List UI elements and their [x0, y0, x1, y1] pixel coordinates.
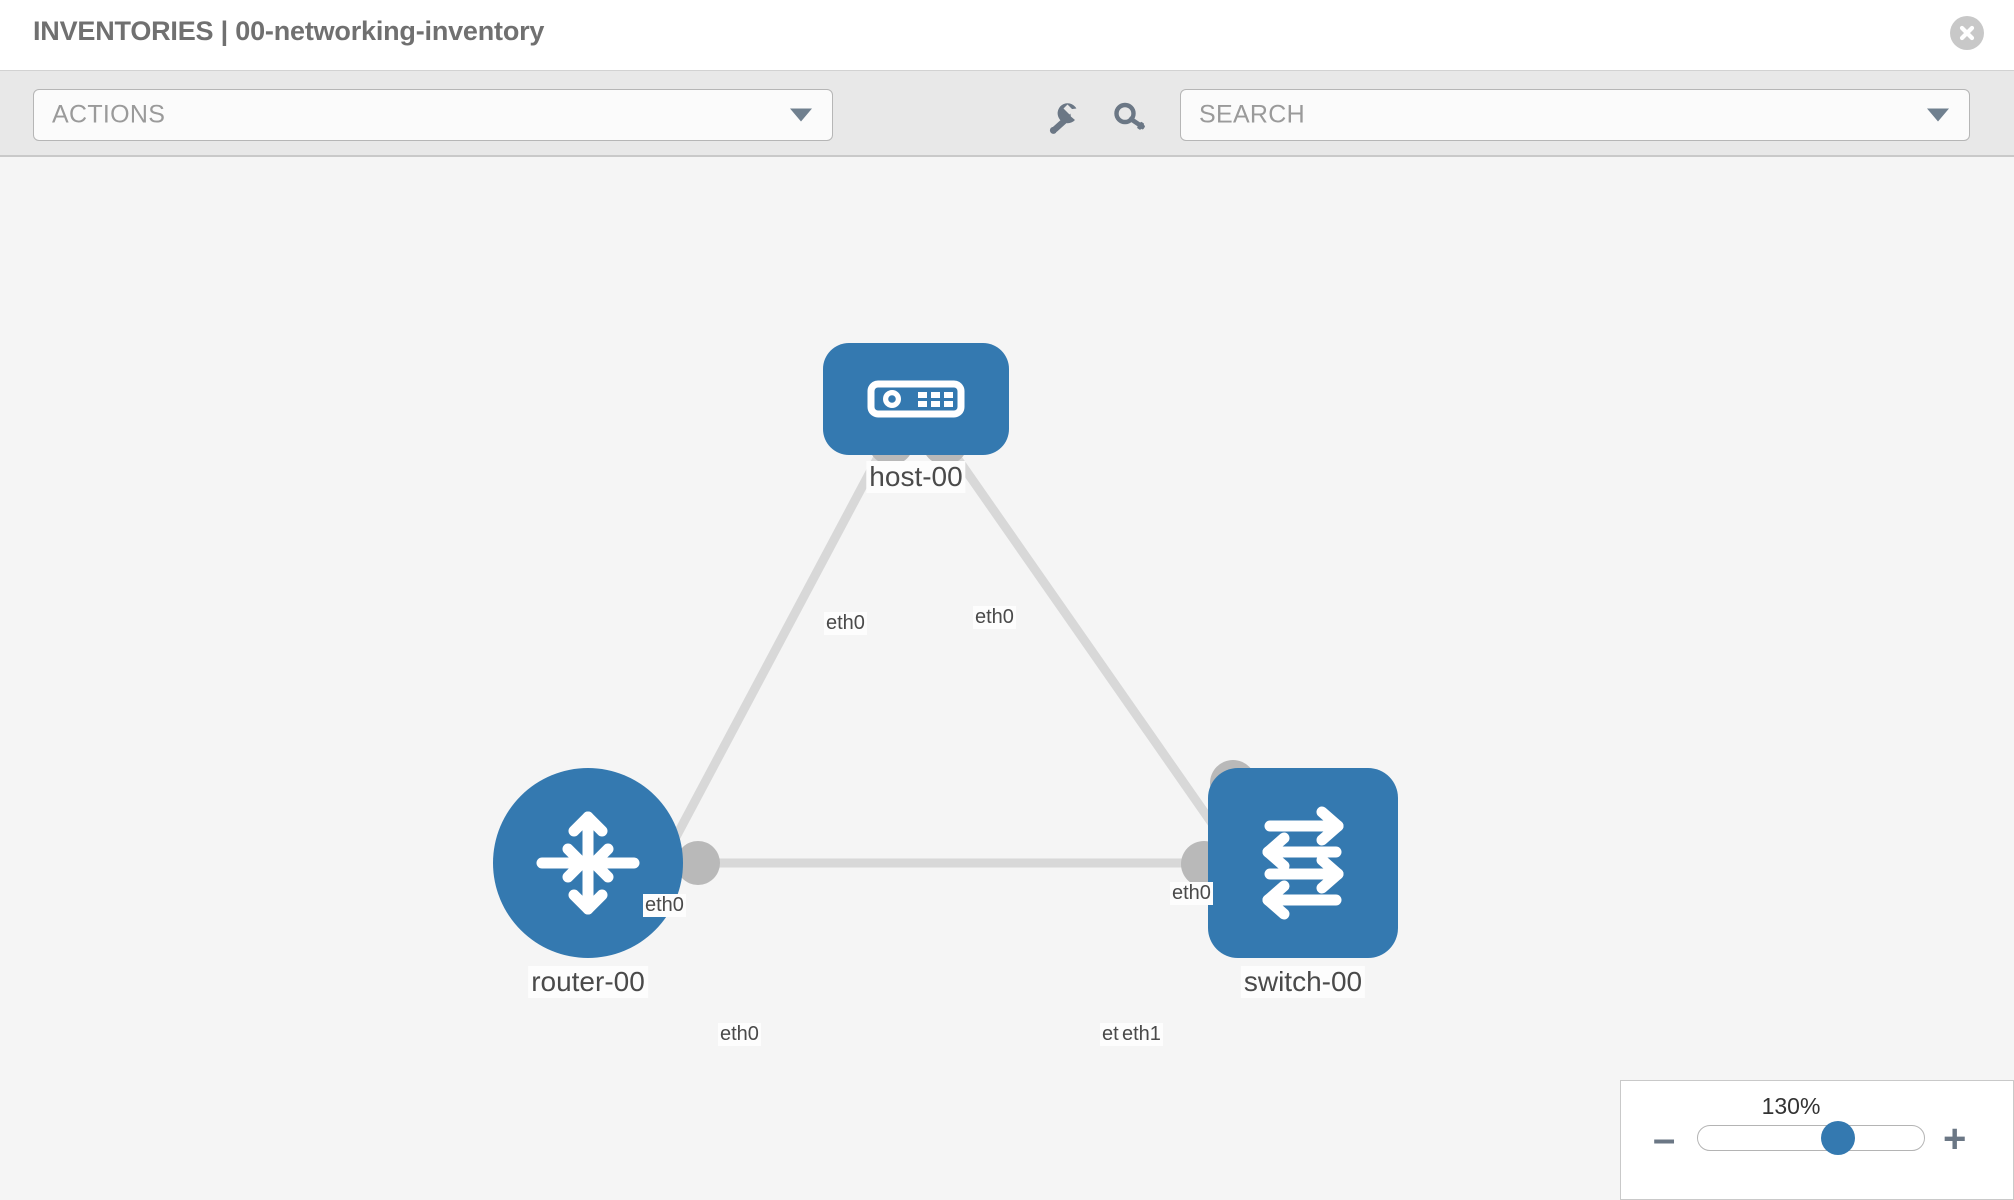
zoom-level-value: 130% [1761, 1093, 1821, 1119]
close-icon[interactable] [1950, 16, 1984, 50]
toolbar: ACTIONS SEARCH [0, 70, 2014, 157]
iface-label-router-up: eth0 [643, 894, 686, 917]
iface-label-host-right: eth0 [973, 606, 1016, 629]
iface-label-router-right: eth0 [718, 1023, 761, 1046]
link-host-switch[interactable] [942, 439, 1236, 855]
node-router-00-shape[interactable] [493, 768, 683, 958]
iface-label-switch-left: eth1 [1120, 1023, 1163, 1046]
router-arrows-icon [536, 811, 640, 915]
iface-label-switch-up: eth0 [1170, 882, 1213, 905]
chevron-down-icon [790, 108, 812, 122]
page-title: INVENTORIES | 00-networking-inventory [33, 16, 545, 46]
topology-links-layer [656, 439, 1236, 870]
link-host-router[interactable] [656, 439, 890, 870]
key-icon[interactable] [1112, 99, 1152, 139]
actions-dropdown-label: ACTIONS [52, 100, 166, 129]
iface-label-host-left: eth0 [824, 612, 867, 635]
switch-arrows-icon [1262, 806, 1344, 920]
socket-router-right [676, 841, 720, 885]
wrench-icon[interactable] [1044, 99, 1084, 139]
node-switch-00-shape[interactable] [1208, 768, 1398, 958]
page-header: INVENTORIES | 00-networking-inventory [0, 0, 2014, 70]
actions-dropdown[interactable]: ACTIONS [33, 89, 833, 141]
server-icon [867, 380, 965, 418]
zoom-slider-thumb[interactable] [1821, 1121, 1856, 1155]
key-glyph [1114, 102, 1145, 130]
search-placeholder: SEARCH [1199, 100, 1305, 129]
zoom-out-button[interactable]: – [1653, 1117, 1676, 1161]
chevron-down-icon [1927, 108, 1949, 122]
close-glyph [1959, 25, 1975, 41]
wrench-glyph [1049, 103, 1077, 134]
node-switch-00-label: switch-00 [1240, 966, 1366, 998]
search-input[interactable]: SEARCH [1180, 89, 1970, 141]
node-host-00-label: host-00 [866, 461, 966, 493]
node-router-00-label: router-00 [528, 966, 648, 998]
node-host-00-shape[interactable] [823, 343, 1009, 455]
zoom-slider[interactable] [1697, 1121, 1925, 1155]
zoom-control-panel: 130% – + [1620, 1080, 2014, 1200]
topology-canvas[interactable]: host-00 router-00 [0, 157, 2014, 1200]
zoom-in-button[interactable]: + [1943, 1117, 1967, 1161]
